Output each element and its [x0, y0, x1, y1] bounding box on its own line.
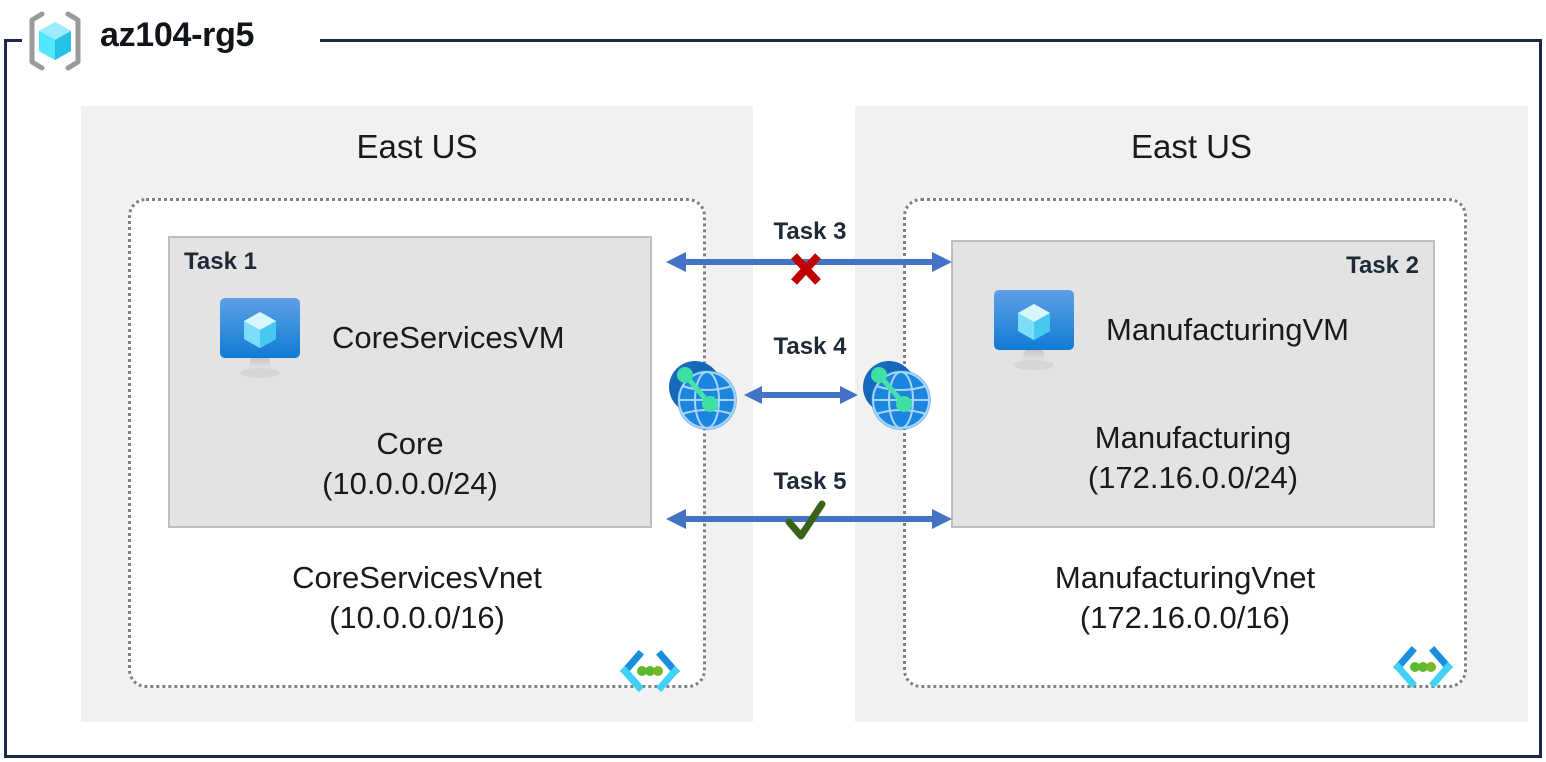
virtual-network-icon-manufacturing [1392, 646, 1454, 688]
vm-name-manufacturing: ManufacturingVM [1106, 312, 1349, 347]
resource-group-frame [4, 41, 1542, 758]
connection-label-task3: Task 3 [773, 218, 847, 245]
frame-line-right [320, 39, 1542, 42]
vnet-cidr-core: (10.0.0.0/16) [329, 599, 505, 635]
virtual-machine-icon [214, 296, 310, 380]
subnet-cidr-core: (10.0.0.0/24) [322, 465, 498, 501]
region-label-right: East US [1130, 128, 1253, 165]
subnet-cidr-manufacturing: (172.16.0.0/24) [1087, 459, 1299, 495]
peering-globe-icon [664, 356, 742, 434]
vm-row-manufacturing: ManufacturingVM [988, 288, 1349, 372]
vm-name-core: CoreServicesVM [332, 320, 565, 355]
frame-line-left [4, 39, 22, 42]
red-x-icon [789, 252, 823, 291]
peering-globe-icon [858, 356, 936, 434]
vnet-name-core-text: CoreServicesVnet [292, 560, 542, 595]
vnet-cidr-manufacturing: (172.16.0.0/16) [1079, 599, 1291, 635]
vnet-name-manufacturing: ManufacturingVnet (172.16.0.0/16) [903, 558, 1467, 637]
region-label-left: East US [356, 128, 478, 165]
subnet-box-core: Task 1 [168, 236, 652, 528]
vnet-name-manufacturing-text: ManufacturingVnet [1054, 560, 1316, 595]
green-check-icon [782, 498, 828, 549]
connection-label-task4: Task 4 [773, 333, 847, 360]
resource-group-icon [20, 6, 90, 76]
resource-group-title: az104-rg5 [100, 16, 255, 54]
virtual-machine-icon [988, 288, 1084, 372]
subnet-name-manufacturing: Manufacturing (172.16.0.0/24) [951, 418, 1435, 497]
subnet-name-core: Core (10.0.0.0/24) [168, 424, 652, 503]
connection-label-task5: Task 5 [773, 468, 847, 495]
virtual-network-icon-core [619, 650, 681, 692]
vm-row-core: CoreServicesVM [214, 296, 565, 380]
vnet-name-core: CoreServicesVnet (10.0.0.0/16) [128, 558, 706, 637]
subnet-box-manufacturing: Task 2 [951, 240, 1435, 528]
connection-arrow-task4 [742, 383, 860, 412]
subnet-name-core-text: Core [376, 426, 444, 461]
task-tag-2: Task 2 [1346, 252, 1419, 279]
subnet-name-manufacturing-text: Manufacturing [1094, 420, 1292, 455]
task-tag-1: Task 1 [184, 248, 257, 275]
